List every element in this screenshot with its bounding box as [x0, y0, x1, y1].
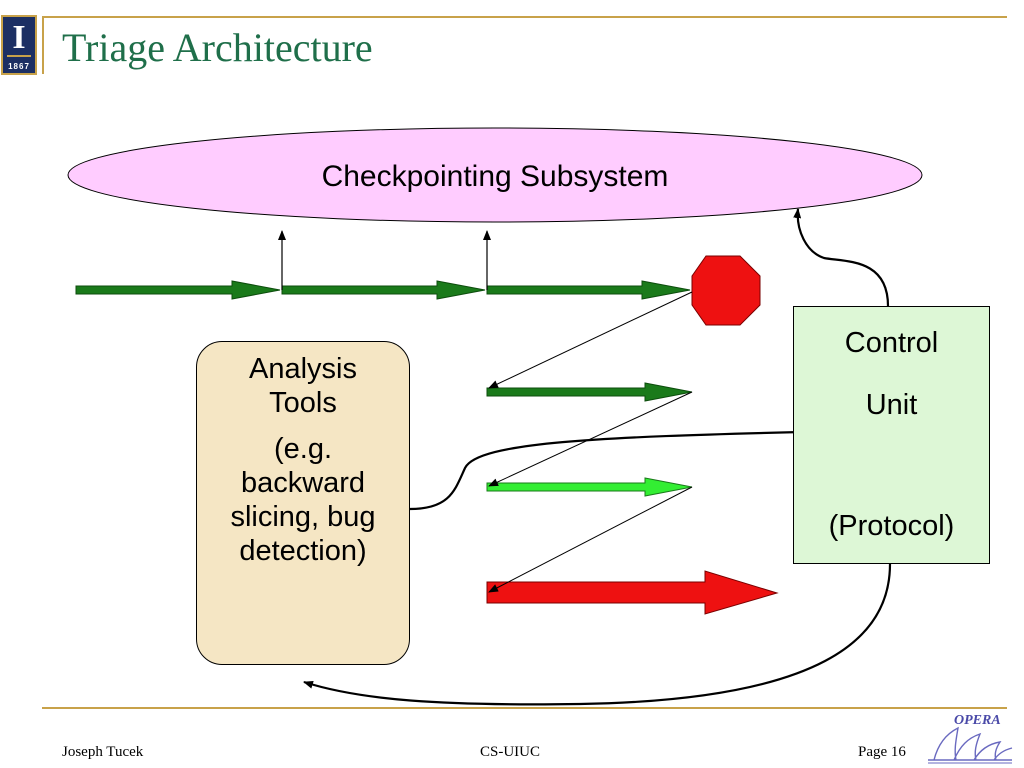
- control-unit-line2: Unit: [865, 389, 918, 421]
- analysis-tools-example-line3: slicing, bug: [230, 501, 376, 533]
- analysis-tools-example-line1: (e.g.: [273, 433, 333, 465]
- control-unit-protocol: (Protocol): [828, 510, 955, 542]
- control-unit-box: Control Unit (Protocol): [793, 306, 990, 564]
- timeline-arrow-3: [486, 280, 691, 300]
- analysis-tools-title-line2: Tools: [269, 387, 337, 419]
- analysis-tools-example-line4: detection): [239, 535, 367, 567]
- footer-rule: [42, 707, 1007, 709]
- timeline-arrow-1: [75, 280, 281, 300]
- checkpointing-subsystem-ellipse: [67, 127, 923, 223]
- checkpointing-subsystem-label: Checkpointing Subsystem: [321, 160, 669, 193]
- opera-logo: OPERA: [928, 713, 1013, 764]
- reexecution-arrow-bright-green: [486, 477, 693, 497]
- analysis-to-control-arrow: [409, 428, 803, 511]
- timeline-arrow-2: [281, 280, 486, 300]
- analysis-tools-title-line1: Analysis: [249, 353, 357, 385]
- slide-title: Triage Architecture: [62, 25, 373, 70]
- university-logo: I 1867: [1, 15, 37, 75]
- logo-year: 1867: [8, 62, 30, 71]
- control-to-checkpoint-arrow: [793, 208, 890, 307]
- control-unit-line1: Control: [844, 327, 939, 359]
- logo-divider: [7, 55, 31, 57]
- reexecution-arrow-red: [486, 570, 779, 615]
- footer-venue: CS-UIUC: [480, 744, 541, 760]
- analysis-tools-title: Analysis Tools: [249, 352, 357, 420]
- analysis-tools-box: Analysis Tools (e.g. backward slicing, b…: [196, 341, 410, 665]
- opera-logo-text: OPERA: [954, 713, 1001, 728]
- logo-letter: I: [12, 19, 26, 56]
- header-rule: [42, 16, 1007, 18]
- rollback-line-3: [488, 486, 693, 593]
- header-vertical-rule: [42, 16, 44, 74]
- footer-author: Joseph Tucek: [62, 744, 144, 760]
- analysis-tools-example-line2: backward: [240, 467, 366, 499]
- control-to-analysis-arrow: [303, 563, 892, 706]
- footer-page-number: Page 16: [858, 744, 906, 760]
- opera-house-icon: [928, 726, 1013, 761]
- rollback-line-1: [488, 291, 693, 389]
- stop-sign-icon: [691, 255, 761, 326]
- reexecution-arrow-dark-green: [486, 382, 693, 402]
